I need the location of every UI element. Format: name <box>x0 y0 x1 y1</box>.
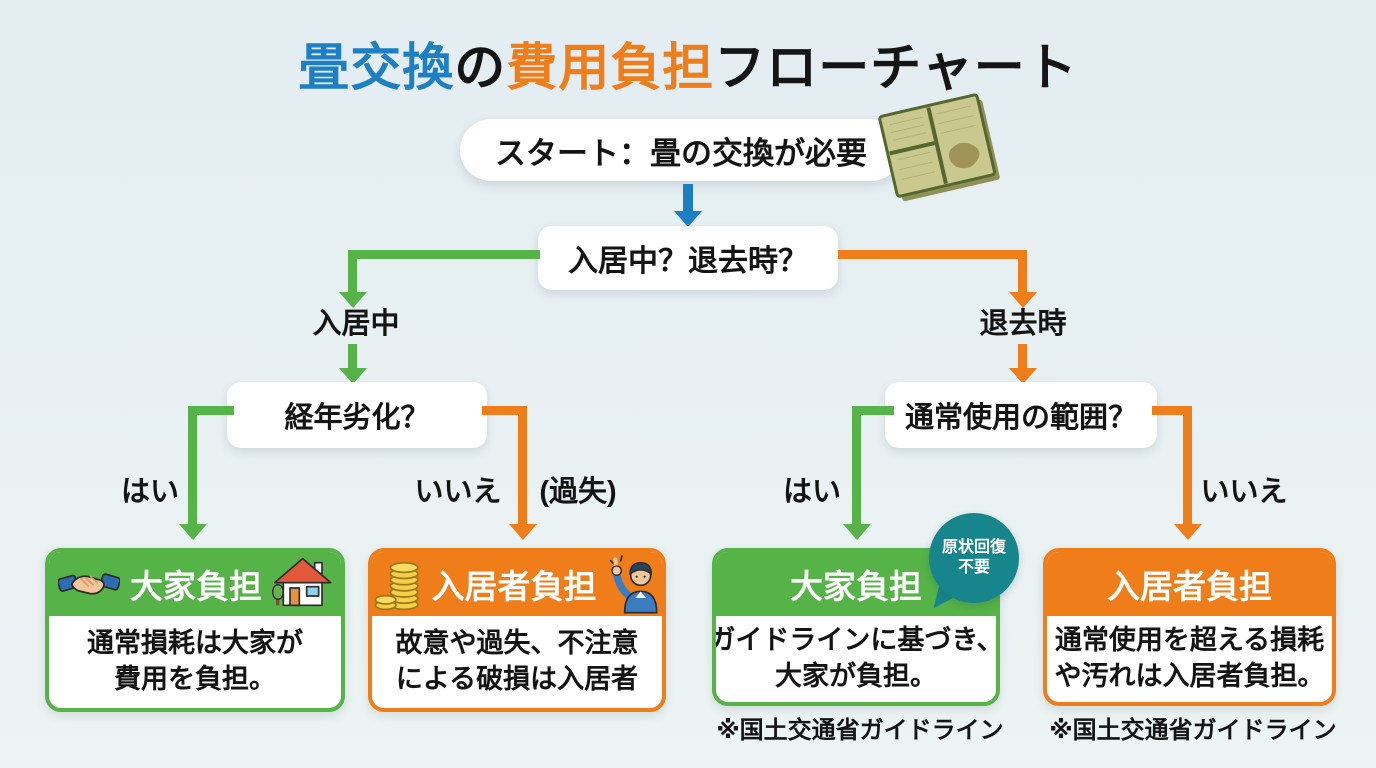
house-icon <box>272 557 332 607</box>
badge-line2: 不要 <box>957 559 990 576</box>
branch-label-move-out: 退去時 <box>979 308 1067 340</box>
restoration-not-required-badge: 原状回復 不要 <box>929 513 1019 603</box>
connector-start-timing <box>683 184 693 212</box>
outcome-body-line1: 通常損耗は大家が <box>87 628 303 659</box>
outcome-header: 大家負担 <box>49 552 341 616</box>
outcome-body-line2: 大家が負担。 <box>775 661 937 691</box>
arrowhead-down-icon <box>179 524 207 540</box>
arrowhead-down-icon <box>843 524 871 540</box>
start-node: スタート：畳の交換が必要 <box>460 119 902 181</box>
connector-moveout-normal <box>1018 344 1027 370</box>
title-part-particle: の <box>454 39 507 96</box>
outcome-body-line2: 費用を負担。 <box>114 664 276 694</box>
connector-aging-yes-h <box>188 406 234 415</box>
connector-aging-no-h <box>482 406 527 415</box>
decision-aging-label: 経年劣化？ <box>284 402 430 434</box>
outcome-tenant-pays-moveout: 入居者負担 通常使用を超える損耗 や汚れは入居者負担。 <box>1043 548 1336 706</box>
decision-timing: 入居中？退去時？ <box>538 226 838 290</box>
decision-normal-use: 通常使用の範囲？ <box>885 382 1157 448</box>
title-part-tatami-exchange: 畳交換 <box>298 39 455 96</box>
branch-label-aging-no-note: (過失) <box>539 476 617 508</box>
arrowhead-down-icon <box>339 368 367 384</box>
connector-during-aging <box>348 344 357 370</box>
handshake-icon <box>58 573 120 595</box>
title-part-cost-burden: 費用負担 <box>506 39 715 96</box>
connector-timing-left <box>348 250 540 259</box>
decision-timing-label: 入居中？退去時？ <box>568 245 808 278</box>
branch-label-aging-no: いいえ <box>414 476 502 508</box>
outcome-title: 入居者負担 <box>1107 568 1272 605</box>
connector-normal-yes-h <box>852 406 894 415</box>
arrowhead-down-icon <box>674 211 702 227</box>
arrowhead-down-icon <box>1009 292 1037 308</box>
outcome-body: 通常使用を超える損耗 や汚れは入居者負担。 <box>1047 616 1332 702</box>
arrowhead-down-icon <box>509 524 537 540</box>
title-part-flowchart: フローチャート <box>714 39 1078 96</box>
connector-aging-yes-v <box>188 406 197 526</box>
coin-stack-icon <box>374 561 419 611</box>
arrowhead-down-icon <box>1009 368 1037 384</box>
page-title: 畳交換の費用負担フローチャート <box>0 26 1376 100</box>
outcome-body: ガイドラインに基づき、 大家が負担。 <box>716 616 996 702</box>
branch-label-during-tenancy: 入居中 <box>312 308 400 340</box>
connector-normal-no-h <box>1152 406 1192 415</box>
decision-aging: 経年劣化？ <box>227 382 487 448</box>
outcome-body-line1: 通常使用を超える損耗 <box>1054 625 1325 656</box>
outcome-title: 入居者負担 <box>431 568 597 605</box>
outcome-body: 故意や過失、不注意 による破損は入居者 <box>372 616 662 708</box>
branch-label-aging-yes: はい <box>120 476 179 508</box>
pointing-person-icon <box>609 555 658 614</box>
outcome-body-line1: 故意や過失、不注意 <box>395 628 639 659</box>
footnote-guideline-right: ※国土交通省ガイドライン <box>1049 717 1337 744</box>
outcome-header: 入居者負担 <box>372 552 662 616</box>
badge-line1: 原状回復 <box>941 539 1006 556</box>
connector-aging-no-v <box>518 406 527 526</box>
outcome-title: 大家負担 <box>790 568 922 605</box>
start-node-label: スタート：畳の交換が必要 <box>495 135 867 171</box>
decision-normal-use-label: 通常使用の範囲？ <box>904 402 1137 434</box>
outcome-owner-pays-during: 大家負担 通常損耗は大家が 費用を負担。 <box>45 548 345 712</box>
connector-timing-left-drop <box>348 250 357 294</box>
connector-normal-no-v <box>1183 406 1192 526</box>
connector-normal-yes-v <box>852 406 861 526</box>
arrowhead-down-icon <box>339 292 367 308</box>
outcome-body-line2: や汚れは入居者負担。 <box>1054 661 1325 691</box>
outcome-body-line2: による破損は入居者 <box>395 664 639 694</box>
connector-timing-right <box>838 250 1027 259</box>
branch-label-normal-no: いいえ <box>1200 476 1288 508</box>
outcome-body-line1: ガイドラインに基づき、 <box>712 625 1000 656</box>
footnote-guideline-left: ※国土交通省ガイドライン <box>716 717 1004 744</box>
outcome-body: 通常損耗は大家が 費用を負担。 <box>49 616 341 708</box>
outcome-tenant-pays-during: 入居者負担 故意や過失、不注意 による破損は入居者 <box>368 548 666 712</box>
tatami-mat-icon <box>878 93 1000 202</box>
outcome-header: 入居者負担 <box>1047 552 1332 616</box>
outcome-title: 大家負担 <box>130 568 262 605</box>
branch-label-normal-yes: はい <box>782 476 841 508</box>
arrowhead-down-icon <box>1174 524 1202 540</box>
connector-timing-right-drop <box>1018 250 1027 294</box>
